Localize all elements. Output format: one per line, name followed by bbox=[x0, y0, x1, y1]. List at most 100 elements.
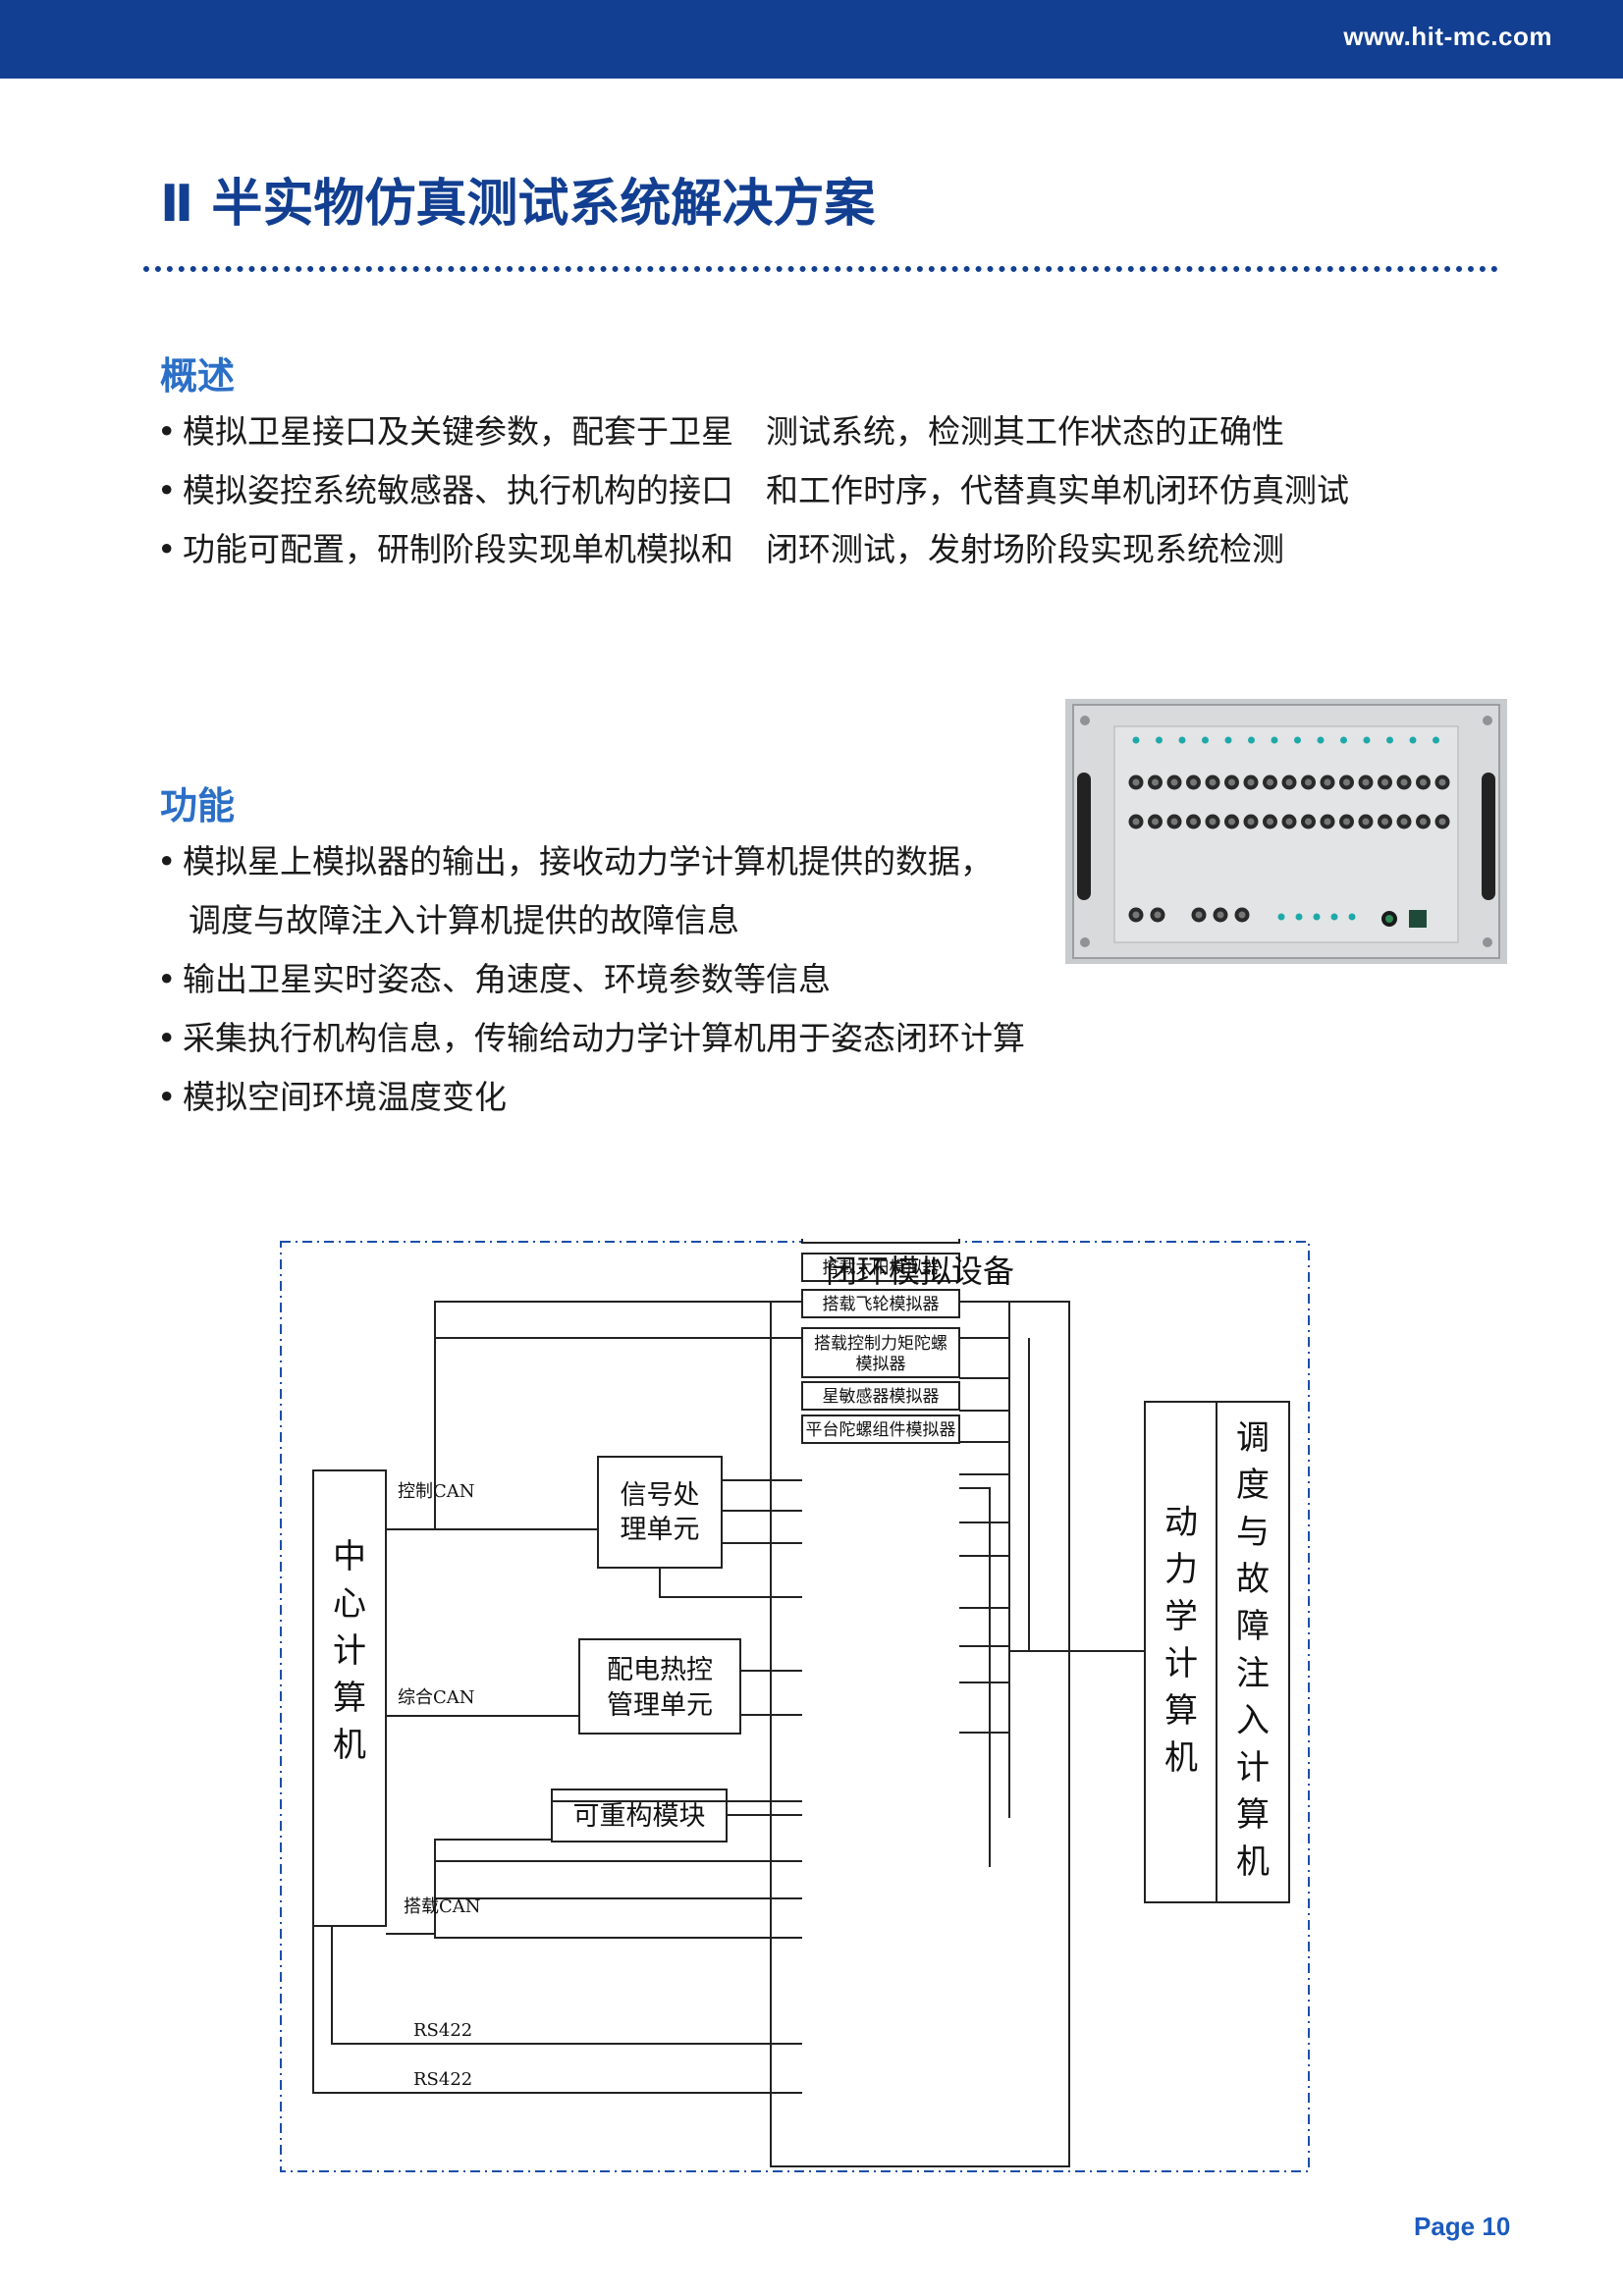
connection-line bbox=[386, 1800, 802, 1935]
connector-port bbox=[1263, 774, 1277, 790]
connector-port bbox=[1358, 814, 1374, 829]
power-unit-label: 配电热控 bbox=[607, 1655, 713, 1685]
center-computer-label: 中 bbox=[333, 1537, 366, 1576]
indicator-led bbox=[1294, 736, 1301, 744]
connector-port bbox=[1243, 814, 1259, 829]
connector-port bbox=[1243, 774, 1259, 790]
indicator-led bbox=[1313, 913, 1321, 921]
svg-text:磁强计模拟器: 磁强计模拟器 bbox=[831, 1239, 931, 1240]
connection-line bbox=[331, 1926, 802, 2045]
svg-text:学: 学 bbox=[1164, 1597, 1198, 1636]
connector-port bbox=[1320, 814, 1335, 829]
list-item: •采集执行机构信息，传输给动力学计算机用于姿态闭环计算 bbox=[157, 1019, 1025, 1057]
svg-text:星敏感器模拟器: 星敏感器模拟器 bbox=[823, 1387, 940, 1407]
svg-text:算: 算 bbox=[1164, 1691, 1198, 1731]
connector-port bbox=[1191, 907, 1207, 923]
connector-port bbox=[1281, 814, 1297, 829]
indicator-led bbox=[1363, 736, 1371, 744]
comprehensive-can-label: 综合CAN bbox=[398, 1687, 475, 1708]
overview-list: •模拟卫星接口及关键参数，配套于卫星 测试系统，检测其工作状态的正确性 •模拟姿… bbox=[157, 402, 1349, 579]
svg-text:机: 机 bbox=[333, 1726, 366, 1765]
fault-injection-computer-label: 调 bbox=[1236, 1418, 1270, 1458]
connector-port bbox=[1320, 774, 1335, 790]
svg-text:心: 心 bbox=[333, 1584, 366, 1624]
svg-text:入: 入 bbox=[1236, 1701, 1270, 1740]
indicator-led bbox=[1202, 736, 1209, 744]
header-bar: www.hit-mc.com bbox=[0, 0, 1623, 79]
indicator-led bbox=[1178, 736, 1186, 744]
connector-port bbox=[1301, 774, 1316, 790]
payload-can-label: 搭载CAN bbox=[404, 1896, 481, 1917]
connection-line bbox=[659, 1568, 802, 1598]
svg-text:障: 障 bbox=[1236, 1607, 1270, 1646]
indicator-led bbox=[1277, 913, 1285, 921]
connector-port bbox=[1234, 907, 1250, 923]
svg-text:故: 故 bbox=[1236, 1560, 1270, 1599]
connector-port bbox=[1205, 814, 1220, 829]
connector-port bbox=[1213, 907, 1228, 923]
rs422-label: RS422 bbox=[413, 2069, 472, 2090]
device-panel-image bbox=[1065, 699, 1507, 964]
indicator-led bbox=[1295, 913, 1303, 921]
indicator-led bbox=[1317, 736, 1325, 744]
svg-text:与: 与 bbox=[1236, 1513, 1270, 1552]
functions-heading: 功能 bbox=[160, 784, 236, 828]
connector-port bbox=[1166, 774, 1182, 790]
list-item: •模拟空间环境温度变化 bbox=[157, 1078, 507, 1116]
connection-line bbox=[959, 1487, 991, 1867]
indicator-led bbox=[1433, 736, 1439, 744]
svg-text:管理单元: 管理单元 bbox=[607, 1690, 713, 1721]
connector-port bbox=[1434, 814, 1450, 829]
svg-text:计: 计 bbox=[1164, 1644, 1198, 1683]
connector-port bbox=[1358, 774, 1374, 790]
connector-port bbox=[1378, 774, 1392, 790]
svg-text:理单元: 理单元 bbox=[621, 1515, 700, 1545]
website-url[interactable]: www.hit-mc.com bbox=[1343, 22, 1552, 51]
overview-heading: 概述 bbox=[160, 354, 236, 398]
page-number: Page 10 bbox=[1414, 2212, 1511, 2241]
functions-list: •模拟星上模拟器的输出，接收动力学计算机提供的数据，调度与故障注入计算机提供的故… bbox=[157, 832, 1025, 1127]
svg-text:注: 注 bbox=[1236, 1654, 1270, 1693]
connector-port bbox=[1186, 774, 1201, 790]
svg-text:力: 力 bbox=[1164, 1550, 1198, 1589]
simulator-block: 星敏感器模拟器 bbox=[801, 1381, 960, 1411]
indicator-led bbox=[1330, 913, 1338, 921]
connection-line bbox=[434, 1301, 802, 1529]
reconfig-module-label: 可重构模块 bbox=[573, 1801, 706, 1832]
list-item: •输出卫星实时姿态、角速度、环境参数等信息 bbox=[157, 960, 831, 998]
connector-port bbox=[1224, 774, 1239, 790]
connector-port bbox=[1281, 774, 1297, 790]
svg-text:搭载飞轮模拟器: 搭载飞轮模拟器 bbox=[823, 1295, 940, 1314]
connector-port bbox=[1416, 774, 1431, 790]
indicator-led bbox=[1409, 736, 1417, 744]
indicator-led bbox=[1348, 913, 1356, 921]
page-title: Ⅱ 半实物仿真测试系统解决方案 bbox=[160, 175, 876, 234]
connector-port bbox=[1186, 814, 1201, 829]
simulator-block: 搭载太阳模拟器 bbox=[801, 1253, 960, 1282]
list-item: •模拟姿控系统敏感器、执行机构的接口 和工作时序，代替真实单机闭环仿真测试 bbox=[157, 471, 1349, 509]
connector-port bbox=[1148, 774, 1163, 790]
svg-text:计: 计 bbox=[1236, 1748, 1270, 1788]
connector-port bbox=[1128, 814, 1144, 829]
connector-port bbox=[1148, 814, 1163, 829]
svg-text:算: 算 bbox=[333, 1679, 366, 1718]
connector-port bbox=[1378, 814, 1392, 829]
control-can-label: 控制CAN bbox=[398, 1481, 475, 1502]
simulator-block: 磁强计模拟器 bbox=[801, 1239, 960, 1244]
connector-port bbox=[1416, 814, 1431, 829]
svg-text:模拟器: 模拟器 bbox=[856, 1355, 906, 1374]
connector-port bbox=[1128, 774, 1144, 790]
dynamics-computer-label: 动 bbox=[1164, 1503, 1198, 1542]
connector-port bbox=[1166, 814, 1182, 829]
rs422-label: RS422 bbox=[413, 2020, 472, 2041]
indicator-led bbox=[1340, 736, 1347, 744]
svg-text:算: 算 bbox=[1236, 1795, 1270, 1835]
indicator-led bbox=[1271, 736, 1278, 744]
svg-text:平台陀螺组件模拟器: 平台陀螺组件模拟器 bbox=[806, 1420, 956, 1440]
svg-text:搭载控制力矩陀螺: 搭载控制力矩陀螺 bbox=[814, 1334, 947, 1354]
svg-text:度: 度 bbox=[1236, 1466, 1270, 1505]
indicator-led bbox=[1132, 736, 1140, 744]
indicator-led bbox=[1224, 736, 1232, 744]
block-diagram: 光纤陀螺组件模拟器信号处理单元模拟器飞轮模拟器0-1太阳模拟器数字太阳模拟器执行… bbox=[280, 1239, 1310, 2172]
connector-port bbox=[1128, 907, 1144, 923]
